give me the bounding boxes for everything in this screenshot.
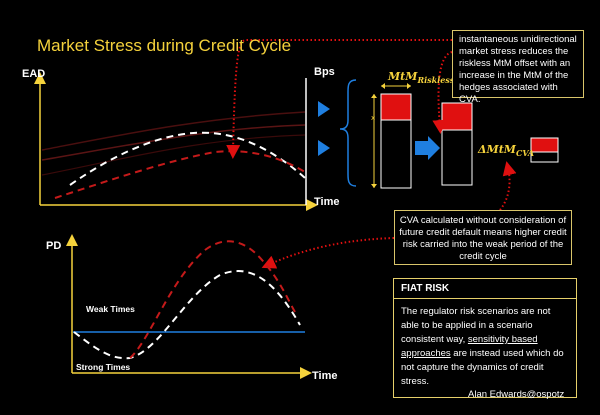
exposure-curve-dark-1 (41, 111, 306, 151)
mtm-riskless-label: MtMRiskless (388, 70, 454, 85)
cva-credit-note: CVA calculated without consideration of … (394, 210, 572, 265)
author-credit: Alan Edwards@ospotz (468, 389, 565, 400)
fiat-risk-heading: FIAT RISK (401, 283, 450, 294)
mtm-riskless-red-segment (380, 93, 412, 121)
delta-cva-black-segment (530, 151, 559, 163)
top-y2-axis-label: Bps (314, 66, 335, 78)
exposure-curve-dark-3 (41, 134, 306, 176)
slide-title: Market Stress during Credit Cycle (37, 36, 292, 55)
fiat-body-text-2: are instead used which do not capture th… (401, 348, 564, 387)
top-x-axis-label: Time (314, 196, 340, 208)
fiat-body-link: sensitivity based approaches (401, 334, 538, 359)
market-stress-note: instantaneous unidirectional market stre… (452, 30, 584, 105)
transition-arrow (415, 136, 440, 160)
delta-cva-bar (530, 137, 559, 163)
fiat-body-text-1: The regulator risk scenarios are not abl… (401, 306, 551, 345)
strong-times-label: Strong Times (76, 362, 131, 372)
mtm-riskless-main: MtM (388, 70, 418, 83)
mtm-riskless-sub: Riskless (417, 75, 455, 86)
pointer-triangle-lower (318, 140, 330, 156)
note2-pointer-to-pd (261, 237, 395, 269)
fiat-risk-divider (394, 298, 576, 299)
bottom-x-axis-label: Time (312, 370, 338, 382)
pointer-lines (226, 39, 517, 269)
top-chart-axes (34, 72, 318, 211)
delta-mtm-cva-label: ΔMtMCVA (478, 143, 534, 158)
exposure-curve-dark-2 (41, 124, 306, 161)
bottom-y-axis-label: PD (46, 240, 62, 252)
note1-pointer-to-chart (226, 39, 452, 159)
mtm-stressed-red-segment (441, 102, 473, 131)
mtm-riskless-bar: x (371, 83, 412, 189)
top-chart-curves (41, 111, 306, 199)
mtm-stressed-bar (441, 102, 473, 186)
fiat-risk-body: The regulator risk scenarios are not abl… (401, 305, 569, 389)
pd-curve-white-dashed (73, 270, 301, 360)
curly-brace (339, 79, 357, 187)
exposure-curve-white-dashed (69, 131, 306, 186)
note1-pointer-to-bar (432, 51, 453, 134)
bottom-chart-axes (66, 234, 312, 379)
pointer-triangle-upper (318, 101, 330, 117)
delta-mtm-cva-sub: CVA (515, 148, 535, 159)
mtm-riskless-black-segment (380, 119, 412, 189)
weak-times-label: Weak Times (86, 304, 135, 314)
exposure-curve-red-dashed (54, 150, 306, 199)
delta-cva-red-segment (530, 137, 559, 153)
mtm-x-mark: x (371, 114, 375, 122)
note2-pointer-to-delta (499, 161, 517, 211)
mtm-stressed-black-segment (441, 129, 473, 186)
fiat-risk-box: FIAT RISK The regulator risk scenarios a… (393, 278, 577, 398)
delta-mtm-cva-main: ΔMtM (478, 143, 516, 156)
pd-curve-red-dashed (129, 240, 296, 359)
top-y-axis-label: EAD (22, 68, 46, 80)
